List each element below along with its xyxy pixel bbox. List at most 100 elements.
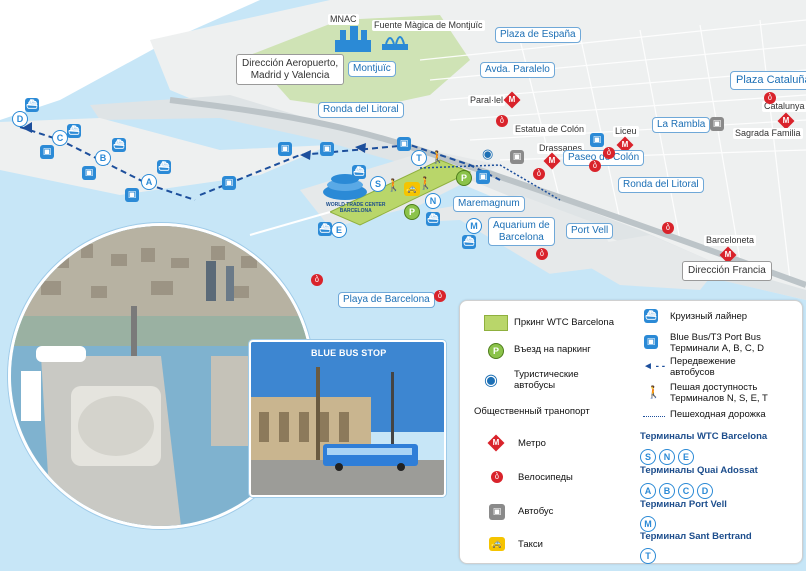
public-bus-icon-colon: ▣ <box>510 150 524 164</box>
cruise-icon-n: ⛴ <box>426 212 440 226</box>
bike-icon-1: ბ <box>496 115 508 127</box>
terminal-b-marker[interactable]: B <box>95 150 111 166</box>
legend-tourist-bus-icon: ◉ <box>484 370 498 389</box>
bike-icon-9: ბ <box>764 92 776 104</box>
label-sagrada-familia: Sagrada Familia <box>733 128 803 139</box>
legend-adossat-title: Терминалы Quai Adossat <box>640 465 758 476</box>
legend-route-arrow-icon: ◄ - - <box>643 361 666 372</box>
legend-bikes: Велосипеды <box>518 472 573 483</box>
legend-footpath: Пешеходная дорожка <box>670 409 766 420</box>
sea-lower <box>250 220 560 310</box>
bus-icon-route-2: ▣ <box>278 142 292 156</box>
parking-entry-icon-1: P <box>404 204 420 220</box>
legend-terminal-d: D <box>697 483 713 499</box>
label-montjuic: Montjuïc <box>348 61 396 77</box>
legend-cruise-icon: ⛴ <box>644 309 658 323</box>
cruise-icon-a: ⛴ <box>157 160 171 174</box>
terminal-e-marker[interactable]: E <box>331 222 347 238</box>
cruise-icon-b: ⛴ <box>112 138 126 152</box>
bike-icon-3: ბ <box>589 160 601 172</box>
metro-drassanes-icon: M <box>543 152 561 170</box>
legend-terminal-b: B <box>659 483 675 499</box>
legend-santbertrand-title: Терминал Sant Bertrand <box>640 531 752 542</box>
legend-taxi-icon: 🚕 <box>489 537 505 551</box>
legend-parking-entry: Въезд на паркинг <box>514 344 591 355</box>
terminal-m-marker[interactable]: M <box>466 218 482 234</box>
legend-bus-icon: ▣ <box>489 504 505 520</box>
legend-portvell-title: Терминал Port Vell <box>640 499 727 510</box>
legend-cruise: Круизный лайнер <box>670 311 748 322</box>
legend-metro: Метро <box>518 438 546 449</box>
label-parallel: Paral·lel <box>468 95 506 106</box>
legend-panel: Пркинг WTC Barcelona P Въезд на паркинг … <box>459 300 803 564</box>
legend-santbertrand-terminals: T <box>640 546 659 564</box>
walk-icon-1: 🚶 <box>386 178 401 192</box>
legend-tourist-buses: Туристические автобусы <box>514 369 579 391</box>
mnac-icon <box>335 26 371 52</box>
label-mnac: MNAC <box>328 14 359 25</box>
wtc-building-icon <box>323 174 367 200</box>
legend-walking: Пешая доступноcть Терминалов N, S, E, T <box>670 382 768 404</box>
tourist-bus-eye-icon: ◉ <box>482 147 494 162</box>
label-barceloneta: Barceloneta <box>704 235 757 246</box>
legend-taxi: Такси <box>518 539 543 550</box>
taxi-icon-wtc: 🚕 <box>404 182 420 196</box>
terminal-t-marker[interactable]: T <box>411 150 427 166</box>
blue-bus-stop-photo: BLUE BUS STOP <box>249 340 446 497</box>
footpath <box>419 164 561 201</box>
legend-blue-bus-icon: ▣ <box>644 335 658 349</box>
bus-icon-route-3: ▣ <box>320 142 334 156</box>
connector-wtc <box>249 211 331 236</box>
label-plaza-cataluna: Plaza Cataluña <box>730 71 806 90</box>
legend-terminal-c: C <box>678 483 694 499</box>
bike-icon-6: ბ <box>536 248 548 260</box>
route-arrow-1 <box>22 122 32 133</box>
terminal-n-marker[interactable]: N <box>425 193 441 209</box>
legend-terminal-n: N <box>659 449 675 465</box>
public-bus-icon-rambla: ▣ <box>710 117 724 131</box>
bus-icon-colon: ▣ <box>476 170 490 184</box>
bus-photo-title: BLUE BUS STOP <box>311 348 387 358</box>
walk-icon-2: 🚶 <box>418 176 433 190</box>
cruise-icon-d: ⛴ <box>25 98 39 112</box>
legend-portvell-terminals: M <box>640 514 659 532</box>
label-maremagnum: Maremagnum <box>453 196 525 212</box>
blue-bus-stop-illustration <box>251 342 444 495</box>
label-avda-paralelo: Avda. Paralelo <box>480 62 555 78</box>
label-liceu: Liceu <box>613 126 639 137</box>
cruise-icon-c: ⛴ <box>67 124 81 138</box>
label-direccion-aeropuerto: Dirección Aeropuerto, Madrid y Valencia <box>236 54 345 85</box>
cruise-icon-m: ⛴ <box>462 235 476 249</box>
bus-icon-c: ▣ <box>40 145 54 159</box>
bus-icon-b: ▣ <box>82 166 96 180</box>
walk-icon-3: 🚶 <box>430 150 445 164</box>
bike-icon-4: ბ <box>603 147 615 159</box>
cruise-icon-s: ⛴ <box>352 165 366 179</box>
terminal-c-marker[interactable]: C <box>52 130 68 146</box>
legend-walk-icon: 🚶 <box>646 385 661 399</box>
bus-icon-wtc: ▣ <box>397 137 411 151</box>
route-arrow-2 <box>300 150 311 160</box>
terminal-s-marker[interactable]: S <box>370 176 386 192</box>
barceloneta-piers <box>560 235 720 290</box>
legend-bus: Автобус <box>518 506 554 517</box>
legend-metro-icon: M <box>487 434 505 452</box>
bike-icon-2: ბ <box>533 168 545 180</box>
label-estatua-colon: Estatua de Colón <box>513 124 587 135</box>
terminal-d-marker[interactable]: D <box>12 111 28 127</box>
label-catalunya: Catalunya <box>762 101 806 112</box>
terminal-a-marker[interactable]: A <box>141 174 157 190</box>
fountain-icon <box>382 36 408 50</box>
legend-parking-wtc: Пркинг WTC Barcelona <box>514 317 614 328</box>
legend-terminal-t: T <box>640 548 656 564</box>
legend-wtc-terminals-title: Терминалы WTC Barcelona <box>640 431 768 442</box>
label-fuente: Fuente Màgica de Montjuïc <box>372 20 485 31</box>
legend-footpath-line <box>643 416 665 417</box>
label-drassanes: Drassanes <box>537 143 585 154</box>
label-direccion-francia: Dirección Francia <box>682 261 772 281</box>
label-ronda-litoral-left: Ronda del Litoral <box>318 102 404 118</box>
parking-entry-icon-2: P <box>456 170 472 186</box>
